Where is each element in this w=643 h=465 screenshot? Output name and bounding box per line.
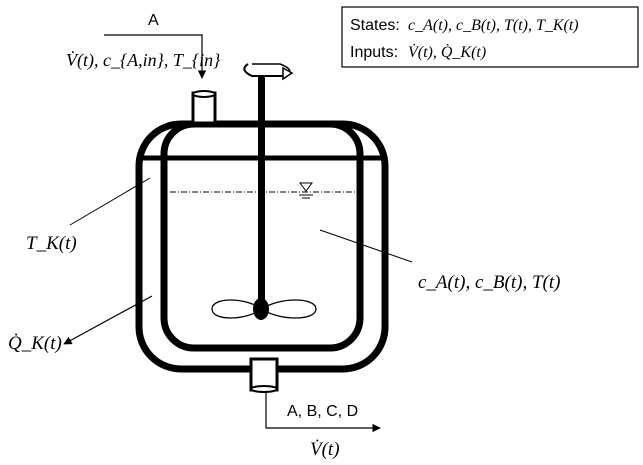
impeller-hub bbox=[253, 298, 269, 320]
states-list: c_A(t), c_B(t), T(t), T_K(t) bbox=[408, 17, 579, 34]
states-inputs-box bbox=[341, 6, 639, 68]
inputs-list: V̇(t), Q̇_K(t) bbox=[408, 43, 486, 61]
jacket-temp-pointer bbox=[69, 177, 151, 226]
outlet-nozzle-rim bbox=[250, 385, 278, 393]
rotation-arrow-icon bbox=[243, 63, 294, 81]
inflow-conditions-label: V̇(t), c_{A,in}, T_{in} bbox=[66, 49, 221, 71]
liquid-level-icon bbox=[299, 182, 313, 199]
inflow-species-label: A bbox=[148, 12, 159, 29]
inputs-prefix: Inputs: bbox=[350, 44, 398, 61]
inflow-arrow bbox=[104, 34, 207, 79]
jacket-temp-label: T_K(t) bbox=[26, 233, 77, 254]
heat-flow-label: Q̇_K(t) bbox=[8, 332, 62, 354]
outflow-rate-label: V̇(t) bbox=[310, 438, 340, 460]
reactor-states-pointer bbox=[319, 229, 413, 263]
reactor-states-label: c_A(t), c_B(t), T(t) bbox=[418, 272, 560, 293]
outflow-arrow bbox=[265, 392, 381, 433]
states-prefix: States: bbox=[350, 17, 400, 34]
outflow-species-label: A, B, C, D bbox=[287, 403, 358, 420]
heat-flow-arrow bbox=[63, 295, 153, 345]
stirrer-shaft bbox=[258, 76, 265, 318]
inlet-nozzle-rim bbox=[192, 90, 216, 98]
